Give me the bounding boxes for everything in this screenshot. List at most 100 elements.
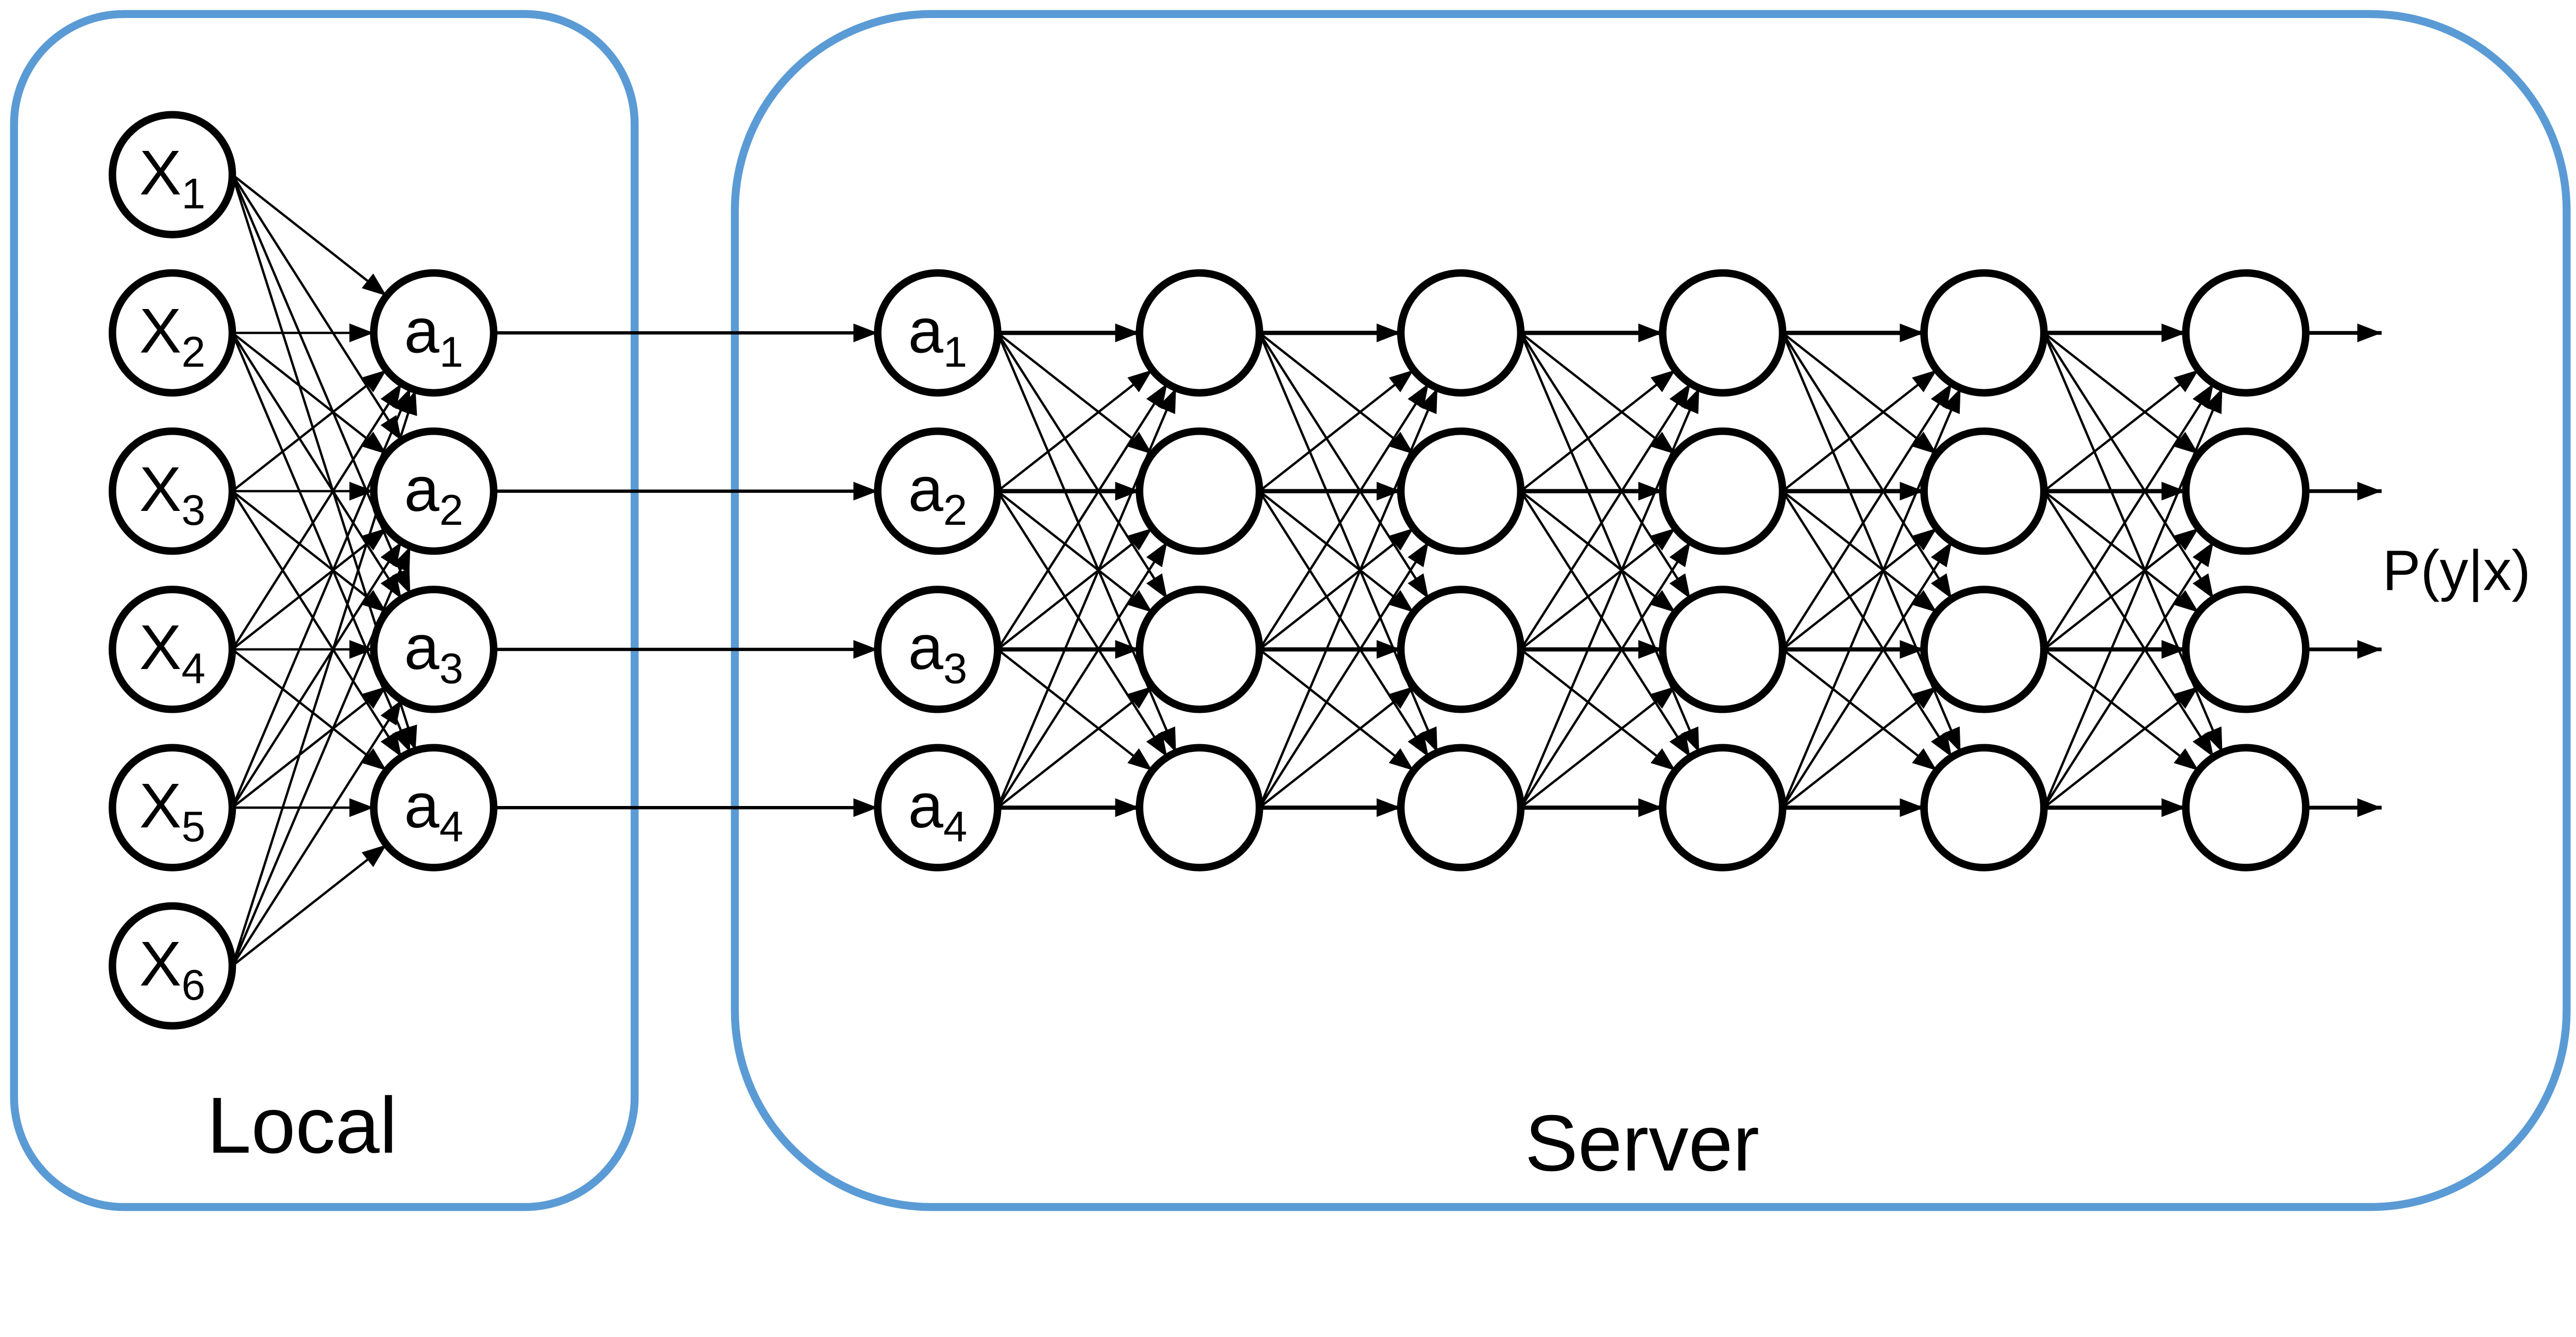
node-local-a1 (370, 269, 498, 397)
edge-arrow (2043, 648, 2199, 772)
edge-arrow (1782, 332, 1953, 599)
server-edges (996, 323, 2224, 817)
edge-arrow (231, 332, 387, 455)
edge-arrow (231, 383, 403, 650)
edge-arrow (1782, 685, 1938, 809)
local-box (10, 10, 639, 1211)
edge-arrow (996, 369, 1154, 492)
node-input-x5-label: X5 (139, 770, 205, 850)
edge-arrow (231, 332, 403, 599)
node-server-h3-4 (1659, 744, 1787, 871)
node-server-a3 (874, 586, 1002, 713)
bridge-edges (494, 323, 878, 817)
edge-arrow (1259, 685, 1415, 809)
node-input-x3-label: X3 (139, 454, 205, 534)
edge-arrow (996, 387, 1177, 809)
edge-arrow (2043, 527, 2199, 650)
server-box (731, 10, 2571, 1211)
edge-arrow (996, 332, 1168, 600)
node-server-h1-2 (1136, 427, 1263, 555)
node-server-h4-1 (1920, 269, 2048, 397)
edge-arrow (2043, 685, 2199, 809)
edge-arrow (231, 174, 387, 297)
node-server-h5-2 (2182, 427, 2310, 555)
edge-arrow (1258, 383, 1430, 650)
node-server-h5-4 (2182, 744, 2310, 871)
edge-arrow (1259, 332, 1415, 455)
edge-arrow (231, 527, 387, 650)
node-server-a2-label: a2 (908, 454, 968, 534)
node-server-h4-3 (1920, 586, 2048, 713)
node-local-a2 (370, 427, 498, 555)
node-input-x2 (108, 269, 236, 397)
node-input-x5 (108, 744, 236, 871)
edge-arrow (1782, 490, 1953, 758)
node-server-h2-2 (1397, 427, 1525, 555)
edge-arrow (231, 490, 403, 758)
node-server-h2-3 (1397, 586, 1525, 713)
edge-arrow (1258, 490, 1430, 758)
node-server-a2 (874, 427, 1002, 555)
edge-arrow (1782, 369, 1938, 492)
edge-arrow (1519, 383, 1691, 650)
node-local-a4-label: a4 (404, 770, 463, 850)
node-server-h1-1 (1136, 269, 1263, 397)
node-server-h3-3 (1659, 586, 1787, 713)
edge-arrow (1520, 332, 1676, 455)
node-input-x1-label: X1 (139, 138, 205, 217)
edge-arrow (1782, 490, 1938, 613)
edge-arrow (1258, 387, 1439, 809)
edge-arrow (1259, 648, 1415, 772)
edge-arrow (2043, 332, 2215, 600)
edge-arrow (1782, 527, 1938, 650)
node-server-h2-4 (1397, 744, 1525, 871)
edge-arrow (1520, 685, 1676, 809)
edge-arrow (1782, 383, 1953, 650)
node-server-a3-label: a3 (908, 612, 968, 692)
edge-arrow (231, 844, 387, 967)
edge-arrow (1259, 527, 1415, 650)
node-input-x6-label: X6 (139, 929, 205, 1009)
edge-arrow (996, 490, 1168, 758)
edge-arrow (231, 369, 387, 492)
edge-arrow (1519, 541, 1691, 809)
edge-arrow (1520, 369, 1676, 492)
edge-arrow (1519, 490, 1691, 758)
output-probability-label: P(y|x) (2382, 538, 2531, 602)
edge-arrow (2043, 383, 2215, 650)
node-server-a1-label: a1 (908, 296, 968, 376)
node-local-a4 (370, 744, 498, 871)
node-local-a1-label: a1 (404, 296, 463, 376)
node-server-h1-4 (1136, 744, 1263, 871)
node-server-h4-2 (1920, 427, 2048, 555)
node-local-a3 (370, 586, 498, 713)
edge-arrow (2043, 490, 2199, 613)
local-box-label: Local (207, 1081, 397, 1170)
node-input-x6 (108, 902, 236, 1030)
output-arrows (2306, 323, 2382, 817)
node-server-h3-1 (1659, 269, 1787, 397)
node-input-x4-label: X4 (139, 612, 205, 692)
node-server-a1 (874, 269, 1002, 397)
edge-arrow (231, 685, 387, 809)
edge-arrow (1258, 332, 1430, 599)
edge-arrow (1520, 490, 1676, 613)
edge-arrow (1520, 648, 1676, 772)
edge-arrow (1782, 332, 1938, 455)
node-input-x2-label: X2 (139, 296, 205, 376)
edge-arrow (996, 490, 1154, 613)
node-server-h4-4 (1920, 744, 2048, 871)
edge-arrow (231, 490, 387, 613)
edge-arrow (2043, 541, 2215, 809)
edge-arrow (996, 648, 1154, 772)
edge-arrow (1259, 369, 1415, 492)
edge-arrow (1519, 332, 1691, 600)
edge-arrow (2043, 369, 2199, 492)
edge-arrow (1781, 387, 1962, 809)
edge-arrow (996, 383, 1168, 650)
node-server-a4-label: a4 (908, 770, 968, 850)
node-input-x4 (108, 586, 236, 713)
